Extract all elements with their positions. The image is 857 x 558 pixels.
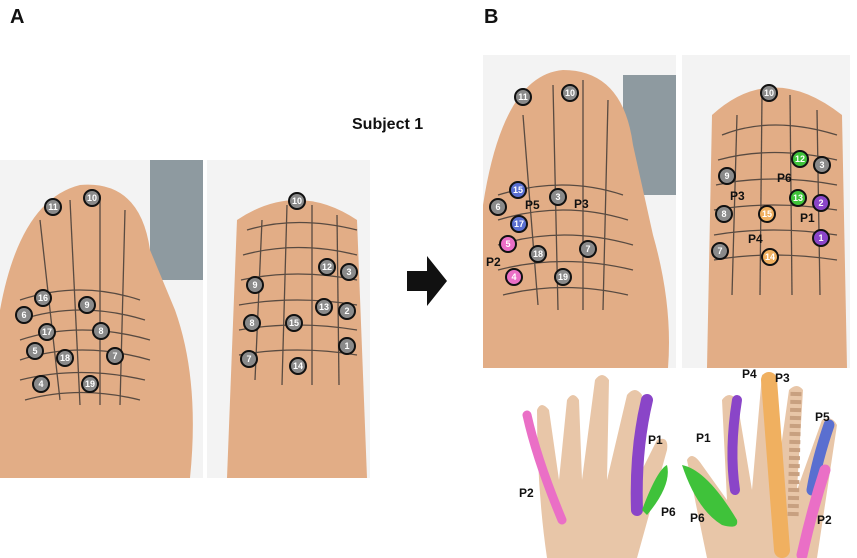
hand-label-palmar-p4: P4 <box>742 367 757 381</box>
hand-label-palmar-p5: P5 <box>815 410 830 424</box>
panel-label-a: A <box>10 6 25 28</box>
hand-label-palmar-p2: P2 <box>817 513 832 527</box>
hand-label-palmar-p6: P6 <box>690 511 705 525</box>
hand-label-palmar-p3: P3 <box>775 371 790 385</box>
limb-drawing <box>0 160 203 478</box>
hand-label-dorsal-p6: P6 <box>661 505 676 519</box>
residual-limb-photo-a-anterior <box>207 160 370 478</box>
hand-label-dorsal-p1: P1 <box>648 433 663 447</box>
residual-limb-photo-a-lateral <box>0 160 203 478</box>
limb-drawing <box>227 200 367 478</box>
limb-drawing <box>483 70 676 368</box>
panel-label-b: B <box>484 6 499 28</box>
hand-label-dorsal-p2: P2 <box>519 486 534 500</box>
hands-phantom-map <box>507 370 857 558</box>
hand-label-palmar-p1: P1 <box>696 431 711 445</box>
hands-drawing <box>522 372 837 558</box>
residual-limb-photo-b-anterior <box>682 55 850 368</box>
arrow-icon <box>407 256 447 306</box>
subject-title: Subject 1 <box>352 116 424 133</box>
limb-drawing <box>707 87 847 368</box>
residual-limb-photo-b-lateral <box>483 55 676 368</box>
